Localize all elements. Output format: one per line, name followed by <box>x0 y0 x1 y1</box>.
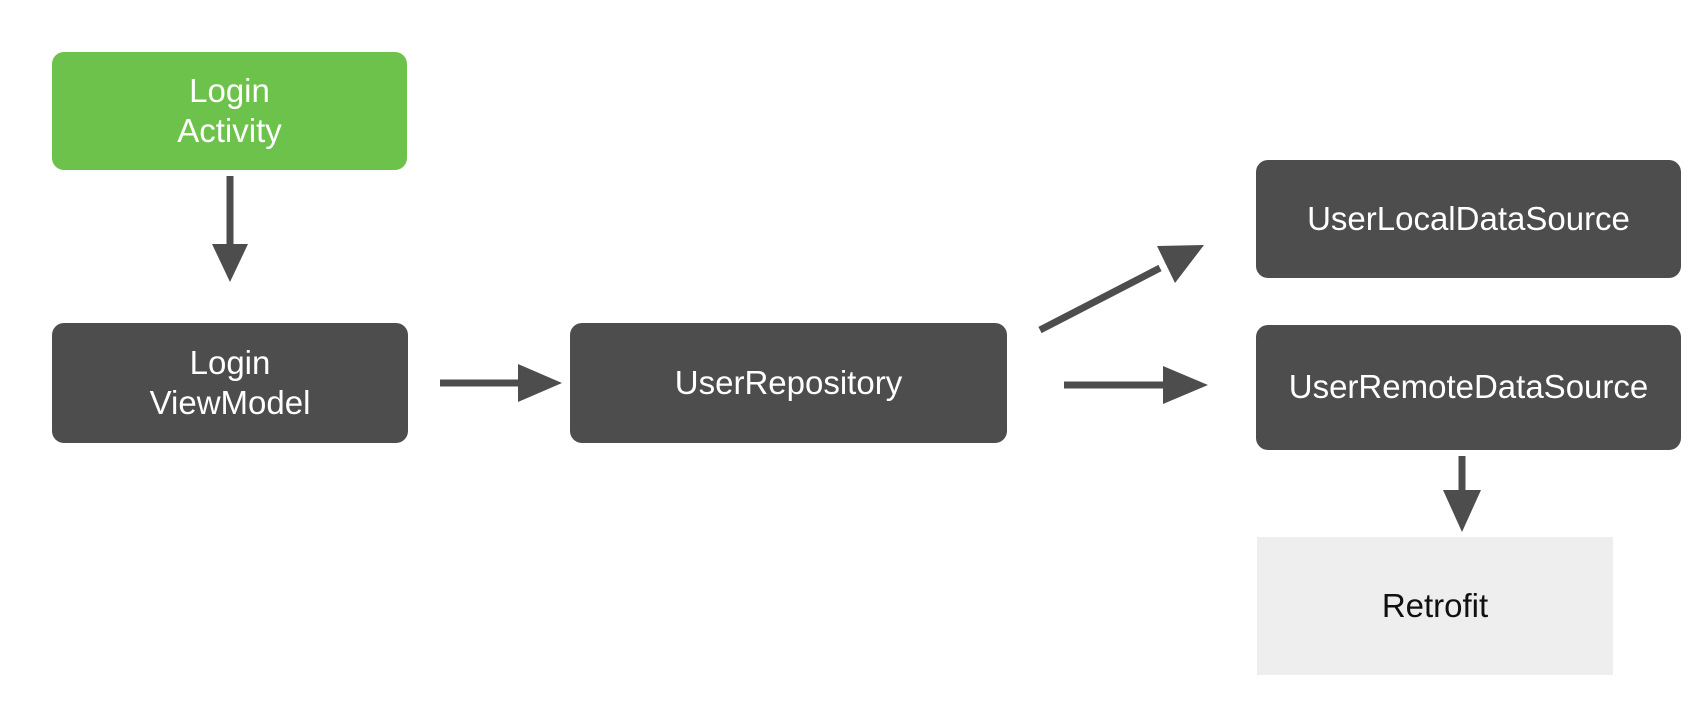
node-login-activity[interactable]: Login Activity <box>52 52 407 170</box>
edge-activity-to-viewmodel <box>212 176 248 282</box>
edge-repository-to-remote <box>1064 366 1208 404</box>
edge-remote-to-retrofit <box>1443 456 1481 532</box>
node-user-remote-datasource[interactable]: UserRemoteDataSource <box>1256 325 1681 450</box>
edge-viewmodel-to-repository <box>440 364 562 402</box>
node-login-viewmodel[interactable]: Login ViewModel <box>52 323 408 443</box>
node-user-repository[interactable]: UserRepository <box>570 323 1007 443</box>
node-retrofit[interactable]: Retrofit <box>1257 537 1613 675</box>
edge-repository-to-local <box>1038 245 1204 334</box>
node-user-local-datasource[interactable]: UserLocalDataSource <box>1256 160 1681 278</box>
